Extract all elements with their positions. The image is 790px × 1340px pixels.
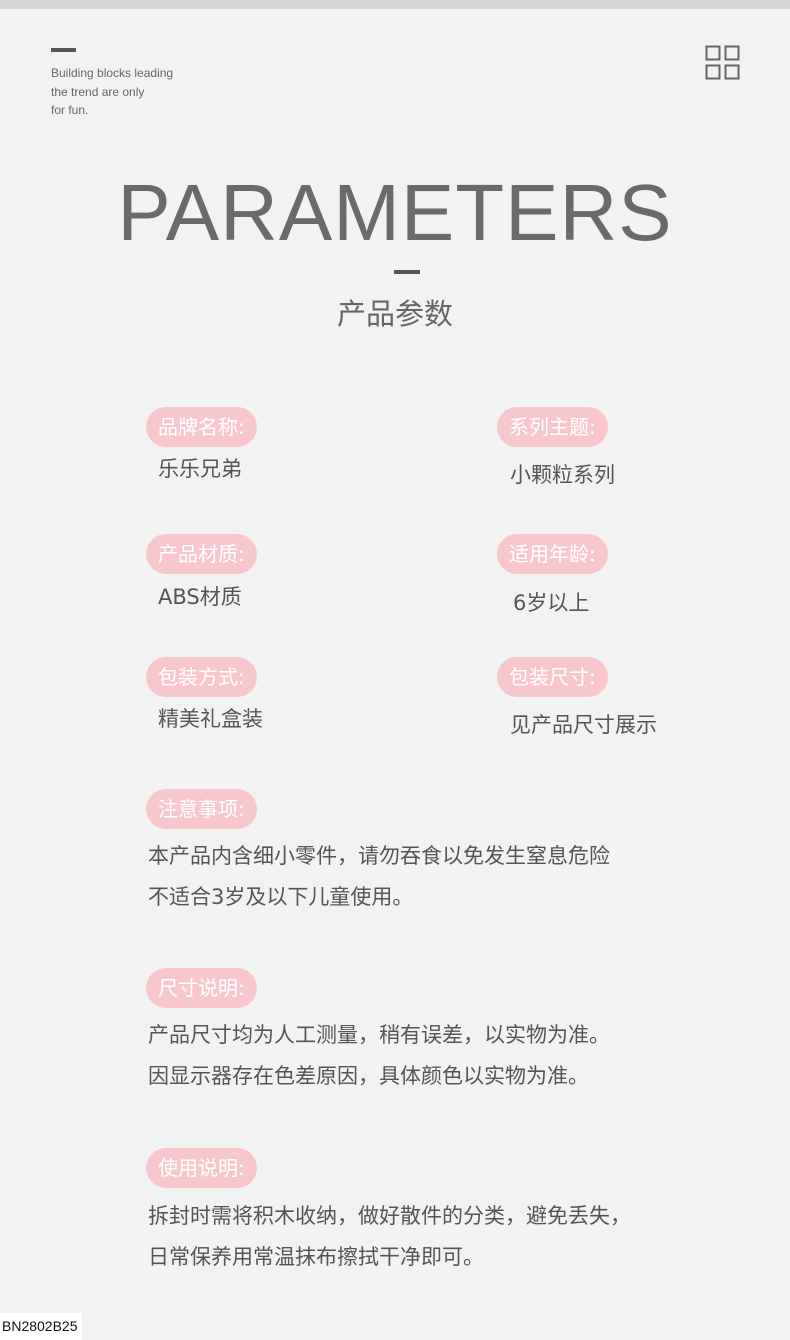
param-value-package-size: 见产品尺寸展示	[510, 713, 657, 737]
page-subtitle: 产品参数	[336, 297, 453, 331]
param-label-age: 适用年龄:	[497, 534, 608, 574]
note-label-usage: 使用说明:	[146, 1148, 257, 1188]
page-title: PARAMETERS	[117, 168, 673, 257]
param-value-material: ABS材质	[158, 585, 242, 609]
intro-line: Building blocks leading	[51, 66, 174, 80]
note-line: 不适合3岁及以下儿童使用。	[148, 885, 414, 909]
note-line: 因显示器存在色差原因，具体颜色以实物为准。	[148, 1064, 589, 1088]
note-line: 本产品内含细小零件，请勿吞食以免发生窒息危险	[148, 844, 610, 868]
param-label-material: 产品材质:	[146, 534, 257, 574]
intro-dash	[51, 48, 76, 52]
intro-line: for fun.	[51, 103, 89, 117]
note-label-size: 尺寸说明:	[146, 968, 257, 1008]
param-label-package-size: 包装尺寸:	[497, 657, 608, 697]
note-text-size: 产品尺寸均为人工测量，稍有误差，以实物为准。 因显示器存在色差原因，具体颜色以实…	[148, 1015, 708, 1097]
title-dash	[394, 270, 420, 274]
intro-line: the trend are only	[51, 84, 145, 99]
note-line: 拆封时需将积木收纳，做好散件的分类，避免丢失，	[148, 1204, 631, 1228]
top-divider	[0, 0, 790, 9]
intro-text: Building blocks leading the trend are on…	[51, 64, 251, 120]
param-value-packaging: 精美礼盒装	[158, 707, 263, 731]
param-value-brand: 乐乐兄弟	[158, 457, 242, 481]
param-label-packaging: 包装方式:	[146, 657, 257, 697]
product-code: BN2802B25	[0, 1313, 82, 1340]
note-line: 日常保养用常温抹布擦拭干净即可。	[148, 1245, 484, 1269]
param-value-age: 6岁以上	[513, 591, 590, 615]
note-label-caution: 注意事项:	[146, 789, 257, 829]
param-label-series: 系列主题:	[497, 407, 608, 447]
param-label-brand: 品牌名称:	[146, 407, 257, 447]
grid-icon	[705, 45, 740, 80]
note-text-usage: 拆封时需将积木收纳，做好散件的分类，避免丢失， 日常保养用常温抹布擦拭干净即可。	[148, 1196, 708, 1278]
note-line: 产品尺寸均为人工测量，稍有误差，以实物为准。	[148, 1023, 610, 1047]
note-text-caution: 本产品内含细小零件，请勿吞食以免发生窒息危险 不适合3岁及以下儿童使用。	[148, 836, 708, 918]
param-value-series: 小颗粒系列	[510, 463, 615, 487]
